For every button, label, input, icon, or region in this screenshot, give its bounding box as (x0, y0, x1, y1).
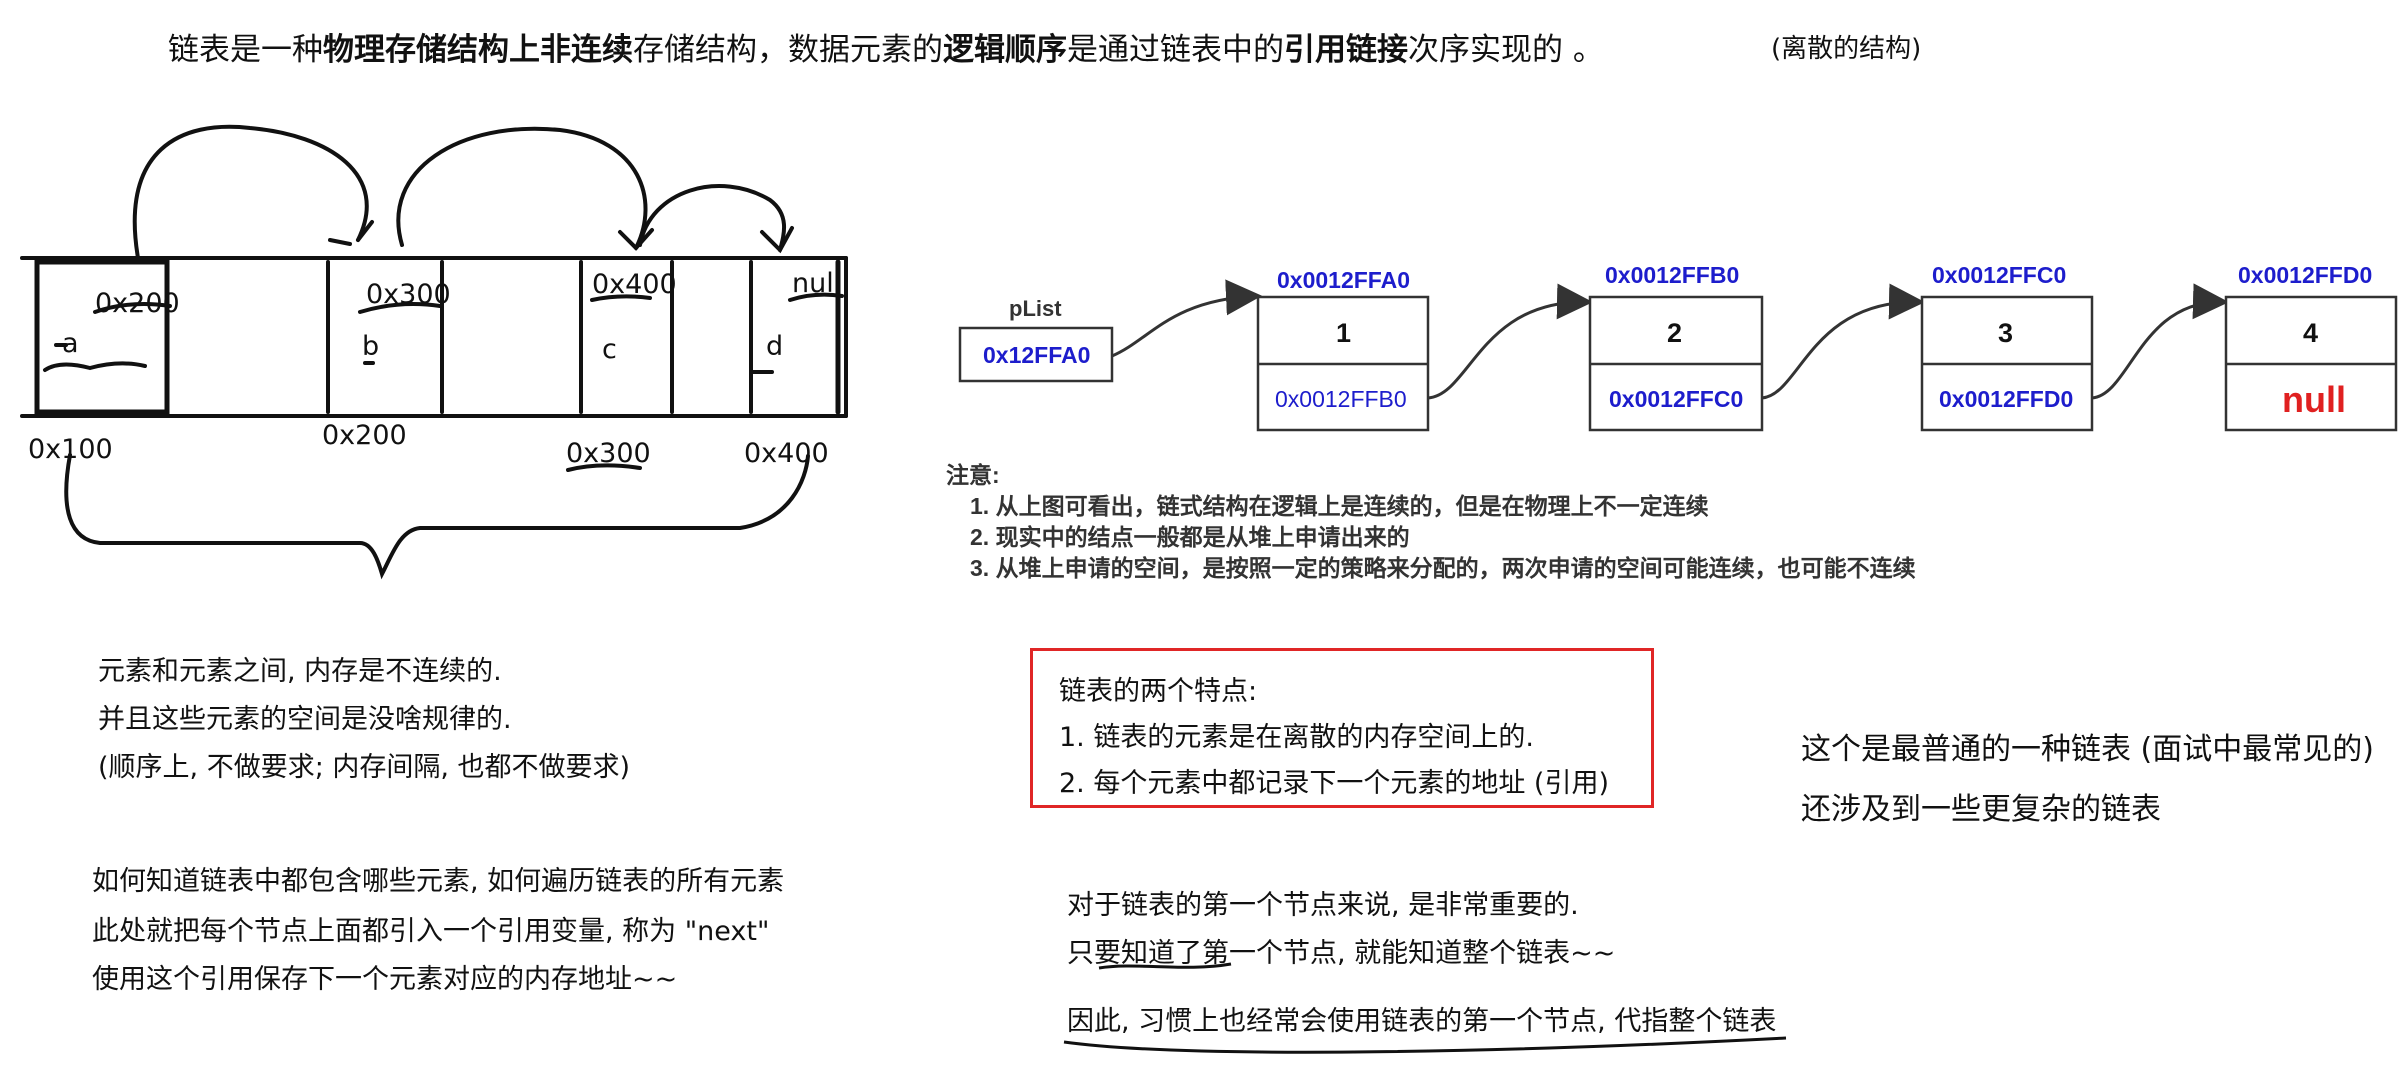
memory-explanation: 元素和元素之间, 内存是不连续的. 并且这些元素的空间是没啥规律的. (顺序上,… (98, 648, 630, 792)
cell-d-next: null (792, 268, 841, 299)
traversal-line-1: 如何知道链表中都包含哪些元素, 如何遍历链表的所有元素 (92, 866, 785, 897)
node-3-address: 0x0012FFC0 (1932, 262, 2066, 288)
head-pointer-label: pList (1009, 296, 1062, 321)
notes-item-2: 2. 现实中的结点一般都是从堆上申请出来的 (970, 524, 1410, 550)
head-pointer-value: 0x12FFA0 (983, 342, 1090, 368)
node-3-next: 0x0012FFD0 (1939, 386, 2073, 412)
cell-c-next: 0x400 (592, 269, 677, 300)
handwritten-underline-short (1098, 962, 1232, 970)
remark-line-1: 这个是最普通的一种链表 (面试中最常见的) (1801, 732, 2374, 767)
remark-line-2: 还涉及到一些更复杂的链表 (1801, 792, 2161, 827)
title-part-1: 链表是一种 (168, 32, 323, 68)
node-1-address: 0x0012FFA0 (1277, 267, 1410, 293)
cell-b-next: 0x300 (366, 279, 451, 310)
title-bold-1: 物理存储结构上非连续 (323, 32, 633, 68)
cell-b-addr: 0x200 (322, 420, 407, 451)
title-part-3: 是通过链表中的 (1067, 32, 1284, 68)
traversal-line-2: 此处就把每个节点上面都引入一个引用变量, 称为 "next" (92, 916, 770, 947)
head-node-explanation: 对于链表的第一个节点来说, 是非常重要的. 只要知道了第一个节点, 就能知道整个… (1067, 882, 1776, 1046)
title-bold-2: 逻辑顺序 (943, 32, 1067, 68)
title-part-4: 次序实现的 。 (1408, 32, 1604, 68)
notes-item-3: 3. 从堆上申请的空间，是按照一定的策略来分配的，两次申请的空间可能连续，也可能… (970, 555, 1916, 581)
notes-item-1: 1. 从上图可看出，链式结构在逻辑上是连续的，但是在物理上不一定连续 (970, 493, 1709, 519)
page-title: 链表是一种物理存储结构上非连续存储结构，数据元素的逻辑顺序是通过链表中的引用链接… (168, 24, 1604, 69)
node-4-value: 4 (2303, 318, 2318, 348)
memory-line-2: 并且这些元素的空间是没啥规律的. (98, 704, 512, 735)
traversal-explanation: 如何知道链表中都包含哪些元素, 如何遍历链表的所有元素 此处就把每个节点上面都引… (92, 858, 784, 1004)
head-line-3: 因此, 习惯上也经常会使用链表的第一个节点, 代指整个链表 (1067, 1006, 1777, 1037)
cell-d-name: d (766, 331, 783, 362)
diagram-notes: 注意: 1. 从上图可看出，链式结构在逻辑上是连续的，但是在物理上不一定连续 2… (946, 460, 1916, 584)
memory-line-1: 元素和元素之间, 内存是不连续的. (98, 656, 502, 687)
head-line-1: 对于链表的第一个节点来说, 是非常重要的. (1067, 890, 1579, 921)
cell-c-name: c (602, 334, 617, 365)
cell-a-name: a (62, 328, 79, 359)
title-bold-3: 引用链接 (1284, 32, 1408, 68)
notes-heading: 注意: (946, 462, 1000, 488)
features-item-1: 1. 链表的元素是在离散的内存空间上的. (1059, 722, 1534, 753)
list-type-remark: 这个是最普通的一种链表 (面试中最常见的) 还涉及到一些更复杂的链表 (1801, 720, 2374, 840)
head-pointer-box (958, 326, 1114, 383)
traversal-line-3: 使用这个引用保存下一个元素对应的内存地址~~ (92, 964, 678, 995)
cell-a-next: 0x200 (95, 288, 180, 319)
node-1-value: 1 (1336, 318, 1351, 348)
cell-c-addr: 0x300 (566, 438, 651, 469)
node-4-address: 0x0012FFD0 (2238, 262, 2372, 288)
node-2-value: 2 (1667, 318, 1682, 348)
cell-d-addr: 0x400 (744, 438, 829, 469)
node-1-next: 0x0012FFB0 (1275, 386, 1407, 412)
handwritten-underline (1063, 1036, 1787, 1054)
node-2-address: 0x0012FFB0 (1605, 262, 1739, 288)
title-part-2: 存储结构，数据元素的 (633, 32, 943, 68)
node-4-next-null: null (2282, 379, 2346, 420)
features-heading: 链表的两个特点: (1059, 676, 1258, 707)
cell-a-addr: 0x100 (28, 434, 113, 465)
cell-b-name: b (362, 331, 379, 362)
features-item-2: 2. 每个元素中都记录下一个元素的地址 (引用) (1059, 768, 1609, 799)
node-3-value: 3 (1998, 318, 2013, 348)
features-box: 链表的两个特点: 1. 链表的元素是在离散的内存空间上的. 2. 每个元素中都记… (1030, 648, 1654, 808)
linked-list-diagram: pList 0x12FFA0 0x0012FFA0 1 0x0012FFB0 0… (958, 262, 2398, 432)
title-note: (离散的结构) (1771, 34, 1922, 64)
node-2-next: 0x0012FFC0 (1609, 386, 1743, 412)
head-line-2: 只要知道了第一个节点, 就能知道整个链表~~ (1067, 938, 1616, 969)
memory-sketch: 0x200 a 0x100 0x300 b 0x200 0x400 c 0x30… (20, 124, 848, 580)
memory-line-3: (顺序上, 不做要求; 内存间隔, 也都不做要求) (98, 752, 631, 783)
